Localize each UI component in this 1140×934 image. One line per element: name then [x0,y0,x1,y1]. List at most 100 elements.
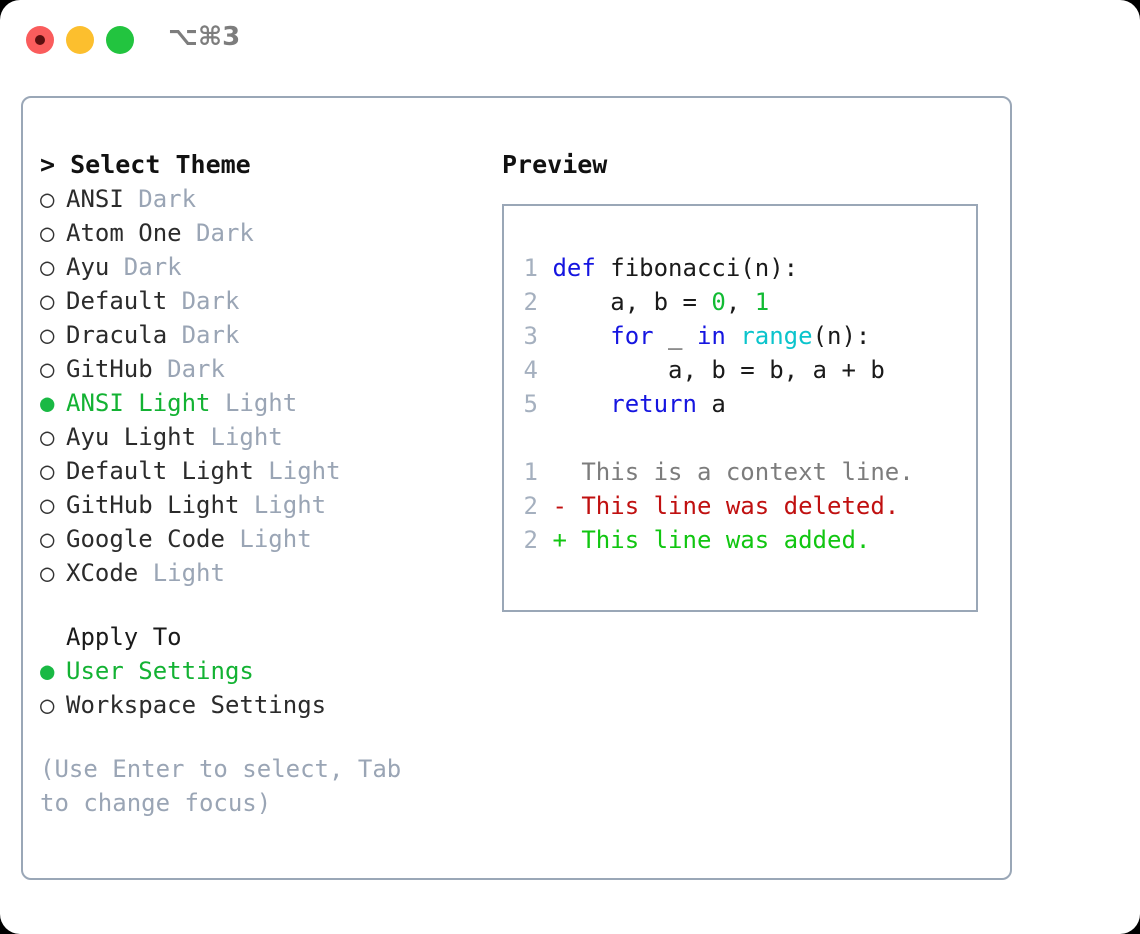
code-token: (n): [812,322,871,350]
theme-option-category: Light [210,389,298,417]
theme-option-category: Light [224,525,312,553]
radio-unselected-icon: ○ [40,423,55,451]
code-token [726,322,740,350]
theme-option-label: Default [66,287,168,315]
diff-spacer [516,421,972,455]
code-line: 5 return a [516,387,972,421]
line-number: 5 [523,390,538,418]
line-number: 4 [523,356,538,384]
apply-to-option-list: ● User Settings ○Workspace Settings [40,654,470,722]
radio-unselected-icon: ○ [40,185,55,213]
apply-to-option-workspace-settings[interactable]: ○Workspace Settings [40,688,470,722]
theme-option-category: Light [196,423,283,451]
theme-option-xcode[interactable]: ○ XCode Light [40,556,470,590]
code-token: , [725,288,755,316]
theme-option-category: Light [253,457,341,485]
theme-option-dracula[interactable]: ○ Dracula Dark [40,318,470,352]
theme-option-label: GitHub [66,355,153,383]
close-button[interactable] [26,26,54,54]
code-token: def [552,254,596,282]
theme-option-atom-one[interactable]: ○ Atom One Dark [40,216,470,250]
select-theme-heading: > Select Theme [40,150,251,179]
line-number: 2 [523,492,538,520]
diff-line: 1 This is a context line. [516,455,972,489]
theme-option-label: XCode [66,559,139,587]
theme-option-label: GitHub Light [66,491,240,519]
theme-option-default-light[interactable]: ○ Default Light Light [40,454,470,488]
radio-unselected-icon: ○ [40,355,55,383]
theme-option-label: Dracula [66,321,168,349]
theme-option-ayu[interactable]: ○Ayu Dark [40,250,470,284]
apply-to-option-user-settings[interactable]: ● User Settings [40,654,470,688]
code-token [552,390,610,418]
line-number: 2 [523,526,538,554]
title-bar: ⌥⌘3 [0,0,1140,78]
theme-option-ansi-light[interactable]: ● ANSI Light Light [40,386,470,420]
apply-to-heading: Apply To [66,623,182,651]
diff-sample: 1 This is a context line. 2 - This line w… [516,455,972,557]
theme-option-category: Dark [181,219,254,247]
theme-option-category: Dark [167,287,240,315]
theme-option-github-light[interactable]: ○GitHub Light Light [40,488,470,522]
code-token: in [696,322,726,350]
theme-option-category: Dark [152,355,225,383]
line-number: 3 [523,322,538,350]
radio-selected-icon: ● [40,389,55,417]
theme-option-google-code[interactable]: ○ Google Code Light [40,522,470,556]
code-token: 0 [711,288,726,316]
code-token: a, b = b, a + b [552,356,885,384]
code-line: 2 a, b = 0, 1 [516,285,972,319]
radio-unselected-icon: ○ [40,321,55,349]
code-token: 1 [754,288,770,316]
theme-option-category: Light [138,559,225,587]
theme-option-label: Default Light [66,457,254,485]
minimize-button[interactable] [66,26,94,54]
preview-column: Preview 1 def fibonacci(n):2 a, b = 0, 1… [502,148,1002,612]
code-token: fibonacci(n): [595,254,799,282]
code-token [552,322,610,350]
theme-option-category: Light [239,491,327,519]
theme-option-ayu-light[interactable]: ○ Ayu Light Light [40,420,470,454]
maximize-button[interactable] [106,26,134,54]
radio-selected-icon: ● [40,657,55,685]
preview-heading: Preview [502,150,608,179]
radio-unselected-icon: ○ [40,457,55,485]
theme-option-category: Dark [123,185,197,213]
radio-unselected-icon: ○ [40,287,55,315]
code-token: a, b = [552,288,712,316]
theme-option-label: ANSI Light [66,389,211,417]
diff-text: - This line was deleted. [552,492,900,520]
diff-text: + This line was added. [552,526,871,554]
apply-to-option-label: User Settings [66,657,254,685]
theme-option-default[interactable]: ○ Default Dark [40,284,470,318]
theme-option-label: ANSI [66,185,124,213]
line-number: 1 [523,254,538,282]
theme-option-category: Dark [167,321,240,349]
theme-option-label: Google Code [66,525,225,553]
theme-option-ansi[interactable]: ○ ANSI Dark [40,182,470,216]
theme-option-github[interactable]: ○ GitHub Dark [40,352,470,386]
code-token: a [696,390,726,418]
code-token: range [740,322,813,350]
code-token: for [610,322,654,350]
code-line: 3 for _ in range(n): [516,319,972,353]
radio-unselected-icon: ○ [40,559,55,587]
theme-option-label: Ayu Light [66,423,197,451]
line-number: 2 [523,288,538,316]
keyboard-hint-text: (Use Enter to select, Tab to change focu… [40,755,402,817]
radio-unselected-icon: ○ [40,253,55,281]
radio-unselected-icon: ○ [40,219,55,247]
code-line: 1 def fibonacci(n): [516,251,972,285]
radio-unselected-icon: ○ [40,525,55,553]
diff-line: 2 + This line was added. [516,523,972,557]
line-number: 1 [523,458,538,486]
code-token: _ [653,322,697,350]
code-token: return [610,390,697,418]
theme-option-label: Atom One [66,219,182,247]
apply-to-option-label: Workspace Settings [66,691,327,719]
diff-text: This is a context line. [552,458,914,486]
